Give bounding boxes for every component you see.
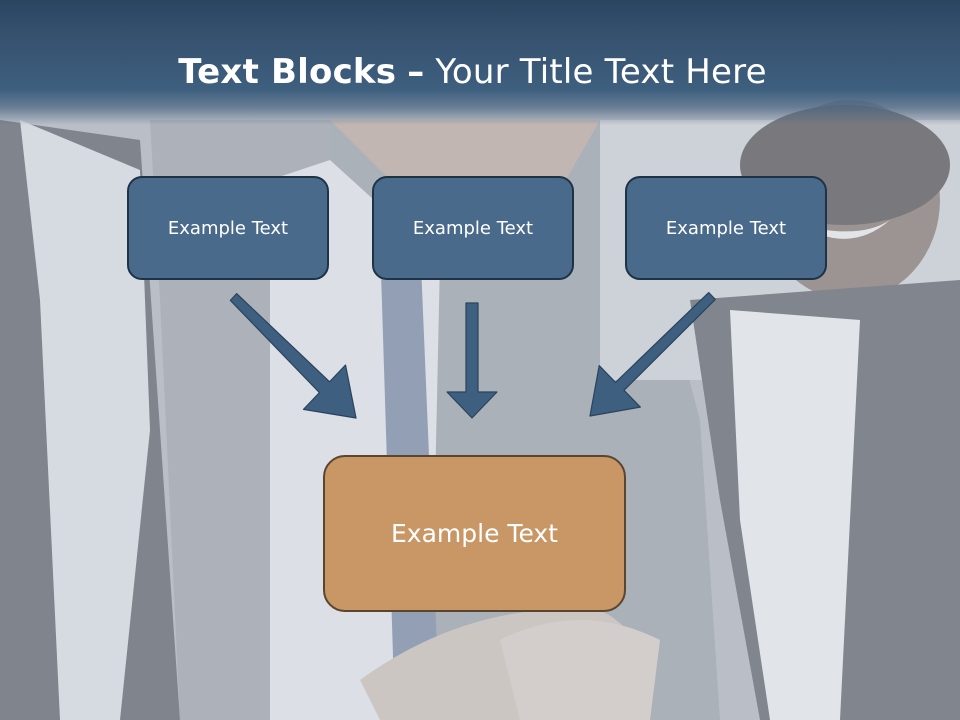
main-text-block[interactable]: Example Text — [323, 455, 626, 612]
slide-title: Text Blocks – Your Title Text Here — [0, 52, 945, 92]
title-bold-part: Text Blocks — [178, 52, 397, 92]
main-text-block-label: Example Text — [391, 519, 558, 548]
text-block-1[interactable]: Example Text — [127, 176, 329, 280]
arrow-right-icon — [589, 292, 716, 417]
title-band: Text Blocks – Your Title Text Here — [0, 0, 960, 125]
text-block-3-label: Example Text — [665, 217, 787, 239]
text-block-2[interactable]: Example Text — [372, 176, 574, 280]
text-block-1-label: Example Text — [167, 217, 289, 239]
title-rest-part: Your Title Text Here — [435, 52, 767, 92]
title-dash: – — [407, 52, 425, 92]
arrow-down-icon — [446, 302, 498, 419]
text-block-2-label: Example Text — [412, 217, 534, 239]
arrow-left-icon — [229, 293, 357, 419]
text-block-3[interactable]: Example Text — [625, 176, 827, 280]
